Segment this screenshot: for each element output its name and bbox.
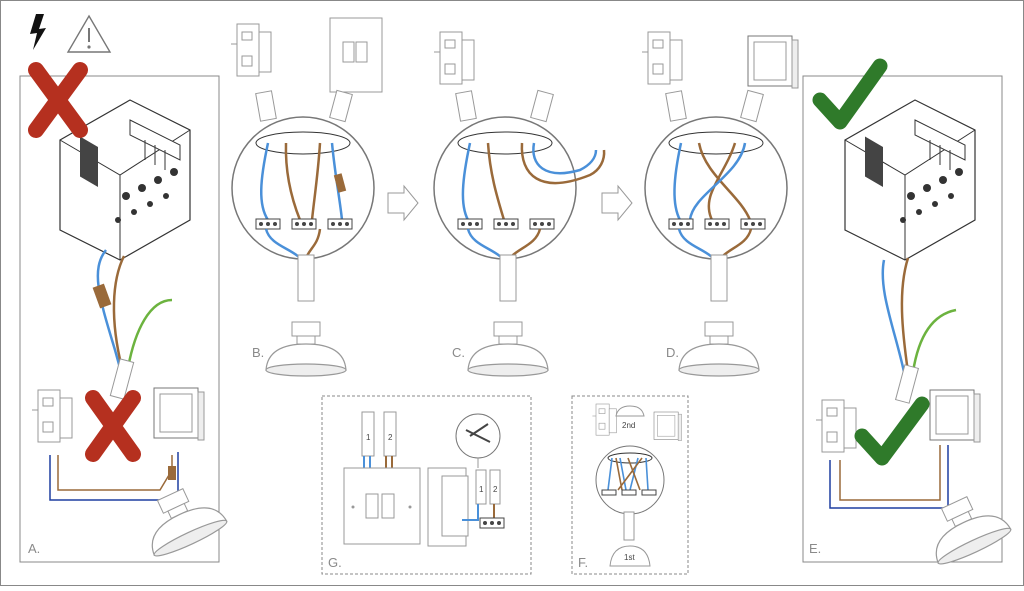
panel-c: C.: [433, 31, 606, 377]
panel-d: D.: [641, 31, 799, 377]
tag-3: 1: [479, 485, 484, 494]
panel-f: 2nd 1st F.: [571, 395, 689, 575]
smart-plate-icon: [929, 389, 981, 443]
panel-label-d: D.: [666, 345, 679, 360]
panel-e: E.: [802, 58, 1014, 570]
arrow-right-icon: [601, 184, 633, 222]
cross-icon: [85, 390, 141, 462]
panel-b: B.: [230, 17, 383, 377]
tag-2: 2: [388, 433, 393, 442]
panel-g: 1 2 1 2 G.: [321, 395, 532, 575]
panel-label-b: B.: [252, 345, 264, 360]
panel-label-c: C.: [452, 345, 465, 360]
check-icon: [854, 396, 930, 466]
panel-label-g: G.: [328, 555, 342, 570]
lamp-1st: 1st: [624, 553, 635, 562]
panel-label-a: A.: [28, 541, 40, 556]
smart-plate-icon: [153, 387, 205, 441]
lamp-2nd: 2nd: [622, 421, 635, 430]
arrow-right-icon: [387, 184, 419, 222]
tag-4: 2: [493, 485, 498, 494]
smart-plate-icon: [747, 35, 799, 89]
panel-a: A.: [19, 62, 230, 563]
panel-label-f: F.: [578, 555, 588, 570]
tag-1: 1: [366, 433, 371, 442]
check-icon: [812, 58, 888, 130]
cross-icon: [28, 62, 88, 138]
warning-icon: [66, 14, 112, 53]
panel-label-e: E.: [809, 541, 821, 556]
lightning-icon: [30, 14, 46, 50]
